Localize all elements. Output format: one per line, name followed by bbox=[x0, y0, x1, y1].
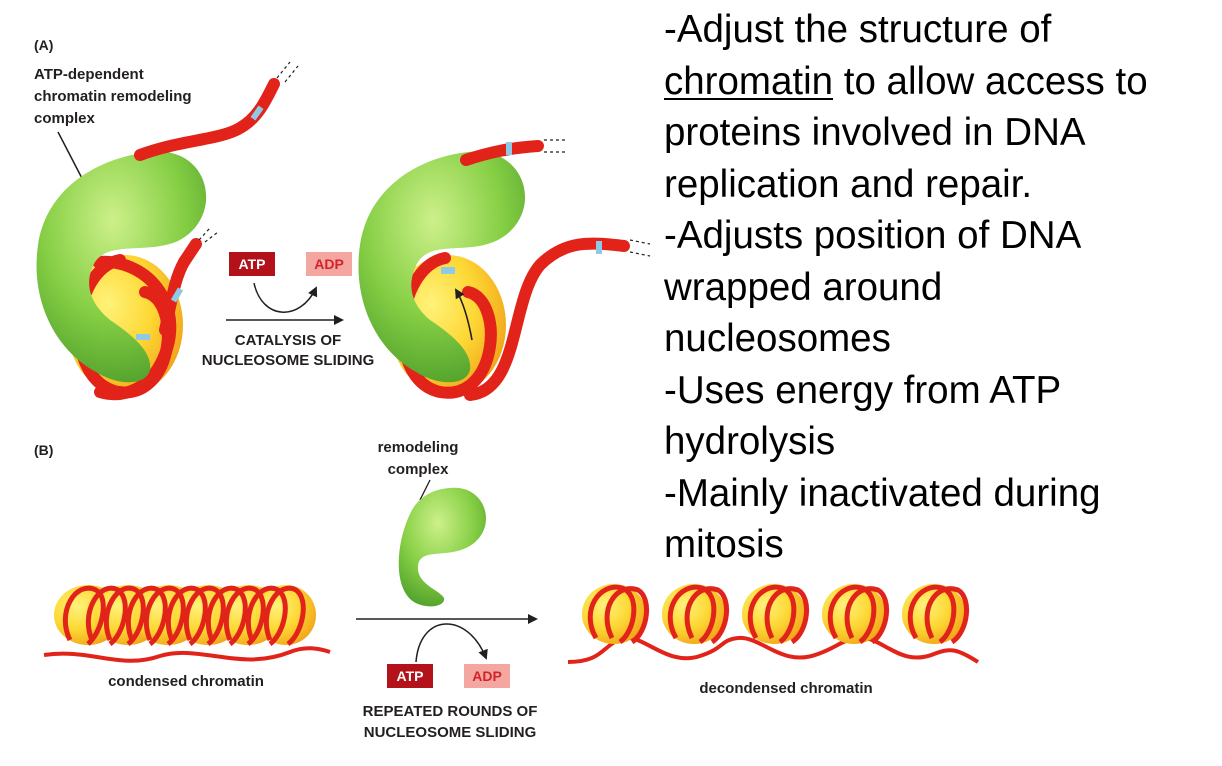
bullet-3-line-1: -Uses energy from ATP bbox=[664, 368, 1062, 412]
bullet-1-line-1: -Adjust the structure of bbox=[664, 8, 1052, 51]
bullet-4-line-2: mitosis bbox=[664, 523, 784, 566]
dna-mark bbox=[136, 334, 150, 340]
panel-b-process-label-2: NUCLEOSOME SLIDING bbox=[364, 724, 537, 741]
decondensed-chromatin bbox=[567, 584, 980, 664]
remodeling-complex-a-after bbox=[358, 151, 526, 383]
remodeling-complex-b bbox=[398, 487, 487, 607]
bullet-2-line-1: -Adjusts position of DNA bbox=[664, 214, 1082, 257]
panel-a-complex-label-2: chromatin remodeling bbox=[34, 88, 192, 105]
panel-b-complex-pointer bbox=[419, 479, 431, 501]
panel-b-letter: (B) bbox=[34, 442, 53, 458]
panel-b-complex-label-1: remodeling bbox=[378, 439, 459, 456]
decondensed-chromatin-label: decondensed chromatin bbox=[699, 680, 872, 697]
bullet-1-line-2-rest: to allow access to bbox=[833, 59, 1148, 103]
panel-a-adp-label: ADP bbox=[314, 256, 344, 272]
bullet-4-line-1: -Mainly inactivated during bbox=[664, 471, 1101, 515]
dna-strand bbox=[92, 255, 177, 401]
panel-b-complex-label-2: complex bbox=[388, 461, 450, 478]
panel-a-process-label-2: NUCLEOSOME SLIDING bbox=[202, 352, 375, 369]
panel-b-atp-label: ATP bbox=[397, 668, 424, 684]
panel-a-letter: (A) bbox=[34, 37, 53, 53]
bullet-2-line-3: nucleosomes bbox=[664, 317, 891, 360]
panel-b-atp-box bbox=[387, 664, 433, 688]
panel-a-adp-box bbox=[306, 252, 352, 276]
dna-mark bbox=[170, 287, 184, 303]
panel-a-atp-label: ATP bbox=[239, 256, 266, 272]
panel-b-process-label-1: REPEATED ROUNDS OF bbox=[363, 703, 538, 720]
panel-b-atp-curve bbox=[415, 623, 488, 663]
panel-a-atp-curve bbox=[253, 282, 318, 313]
dna-tail bbox=[460, 140, 544, 166]
summary-bullets: -Adjust the structure of chromatin to al… bbox=[664, 4, 1220, 571]
panel-a-complex-label-1: ATP-dependent bbox=[34, 66, 144, 83]
bullet-1-line-3: proteins involved in DNA bbox=[664, 111, 1086, 154]
sliding-arrow bbox=[454, 288, 473, 341]
condensed-chromatin bbox=[43, 585, 331, 663]
bullet-3-line-2: hydrolysis bbox=[664, 420, 836, 463]
condensed-chromatin-label: condensed chromatin bbox=[108, 673, 264, 690]
bullet-1-line-4: replication and repair. bbox=[664, 162, 1033, 206]
chromatin-underlined: chromatin bbox=[664, 59, 834, 103]
bullet-1-line-2: chromatin to allow access to bbox=[664, 56, 1220, 108]
dna-tail bbox=[134, 78, 280, 161]
panel-a-complex-label-3: complex bbox=[34, 110, 96, 127]
panel-b-adp-box bbox=[464, 664, 510, 688]
panel-b-adp-label: ADP bbox=[472, 668, 502, 684]
remodeling-complex-a-before bbox=[36, 151, 207, 383]
panel-a-process-label-1: CATALYSIS OF bbox=[235, 332, 341, 349]
panel-a-atp-box bbox=[229, 252, 275, 276]
bullet-2-line-2: wrapped around bbox=[664, 265, 943, 309]
